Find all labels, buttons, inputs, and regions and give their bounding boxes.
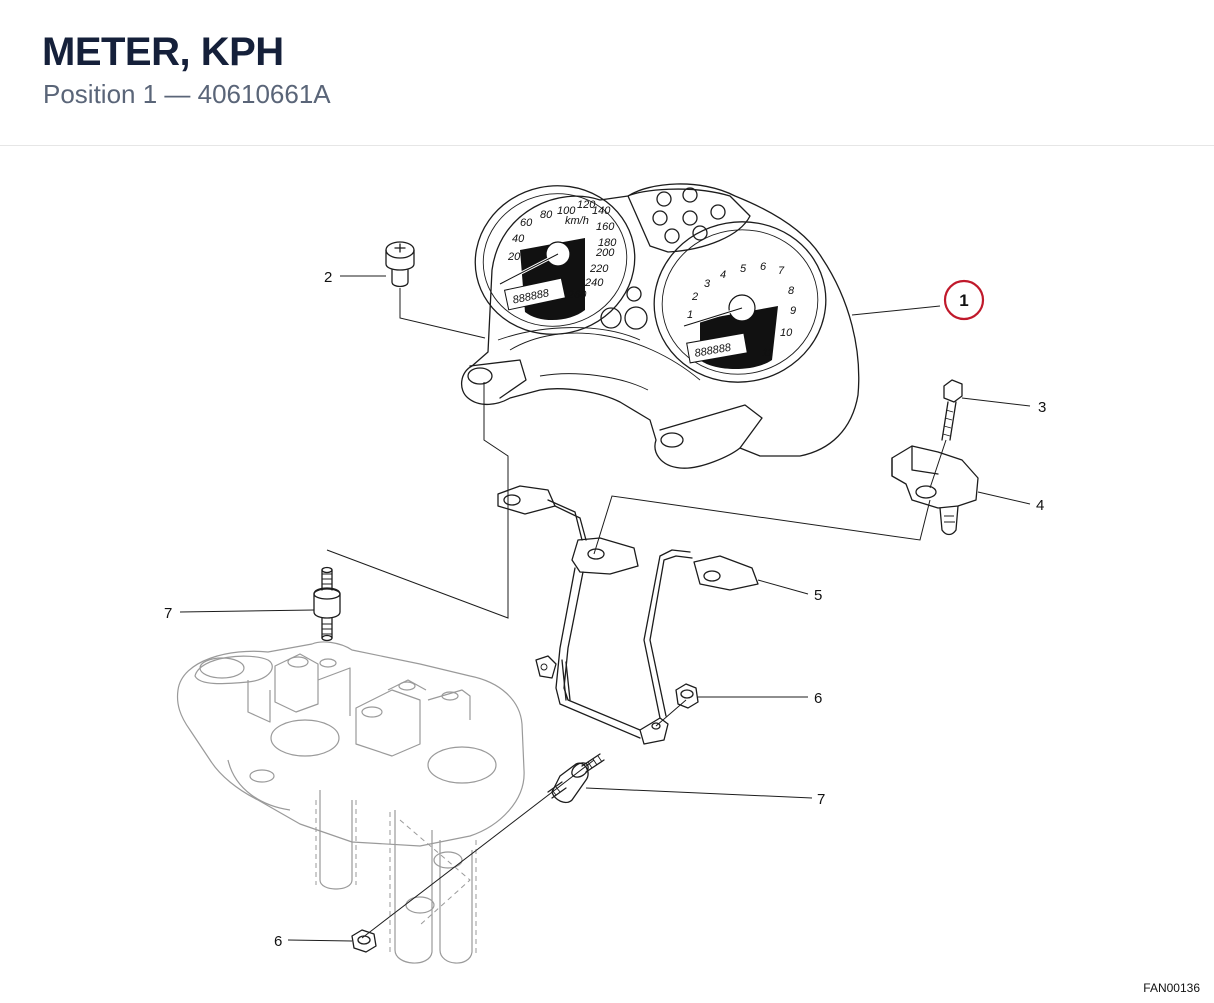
sensor-bracket-part-4	[891, 445, 979, 536]
speed-tick-120: 120	[577, 199, 596, 211]
callout-1-highlight[interactable]: 1	[943, 279, 985, 321]
speed-tick-180: 180	[598, 237, 617, 249]
speed-unit: km/h	[565, 215, 589, 227]
rubber-mount-part-7-upper	[313, 566, 341, 642]
speed-tick-200: 200	[595, 247, 615, 259]
callout-7-lower-label[interactable]: 7	[817, 791, 825, 808]
speed-tick-240: 240	[584, 277, 604, 289]
speed-tick-220: 220	[589, 263, 609, 275]
speedometer: 888888 20 40 60 80 100 120 140 160 180 2…	[474, 185, 636, 335]
callout-7-upper-label[interactable]: 7	[164, 605, 172, 622]
speed-tick-20: 20	[507, 251, 521, 263]
callout-4-label[interactable]: 4	[1036, 497, 1044, 514]
callout-6-upper-label[interactable]: 6	[814, 690, 822, 707]
tach-tick-8: 8	[788, 285, 795, 297]
speed-tick-100: 100	[557, 205, 576, 217]
tach-tick-6: 6	[760, 261, 767, 273]
support-bracket-part-5	[497, 485, 759, 745]
tach-tick-10: 10	[780, 327, 793, 339]
tach-tick-5: 5	[740, 263, 747, 275]
rubber-mount-part-7-lower	[547, 753, 605, 804]
tach-tick-4: 4	[720, 269, 726, 281]
tach-tick-2: 2	[691, 291, 698, 303]
header: METER, KPH Position 1 — 40610661A	[0, 0, 1214, 146]
tachometer: 888888 1 2 3 4 5 6 7 8 9 10 11	[653, 221, 827, 383]
callout-3-label[interactable]: 3	[1038, 399, 1046, 416]
speed-tick-80: 80	[540, 209, 553, 221]
assembly-lines	[326, 288, 947, 939]
nut-part-6-upper	[675, 683, 699, 709]
tach-tick-3: 3	[704, 278, 711, 290]
bolt-part-3	[941, 379, 963, 441]
callout-1-label[interactable]: 1	[959, 291, 968, 310]
callout-6-lower-label[interactable]: 6	[274, 933, 282, 950]
tach-tick-7: 7	[778, 265, 785, 277]
screw-part-2	[385, 241, 415, 288]
callout-leaders	[179, 275, 1031, 942]
figure-code: FAN00136	[1143, 981, 1200, 995]
tach-tick-11: 11	[762, 347, 773, 359]
speed-tick-260: 260	[567, 289, 587, 301]
tach-tick-1: 1	[687, 309, 693, 321]
speed-tick-140: 140	[592, 205, 611, 217]
nut-part-6-lower	[351, 929, 377, 953]
instrument-cluster-meter: 888888 20 40 60 80 100 120 140 160 180 2…	[461, 183, 860, 469]
part-subtitle: Position 1 — 40610661A	[43, 79, 331, 109]
part-title: METER, KPH	[42, 30, 284, 74]
triple-clamp-outline	[176, 641, 525, 964]
speed-tick-40: 40	[512, 233, 525, 245]
tach-tick-9: 9	[790, 305, 796, 317]
callout-2-label[interactable]: 2	[324, 269, 332, 286]
callout-5-label[interactable]: 5	[814, 587, 822, 604]
speed-tick-60: 60	[520, 217, 533, 229]
callout-1-circle[interactable]	[943, 279, 985, 321]
speed-tick-160: 160	[596, 221, 615, 233]
